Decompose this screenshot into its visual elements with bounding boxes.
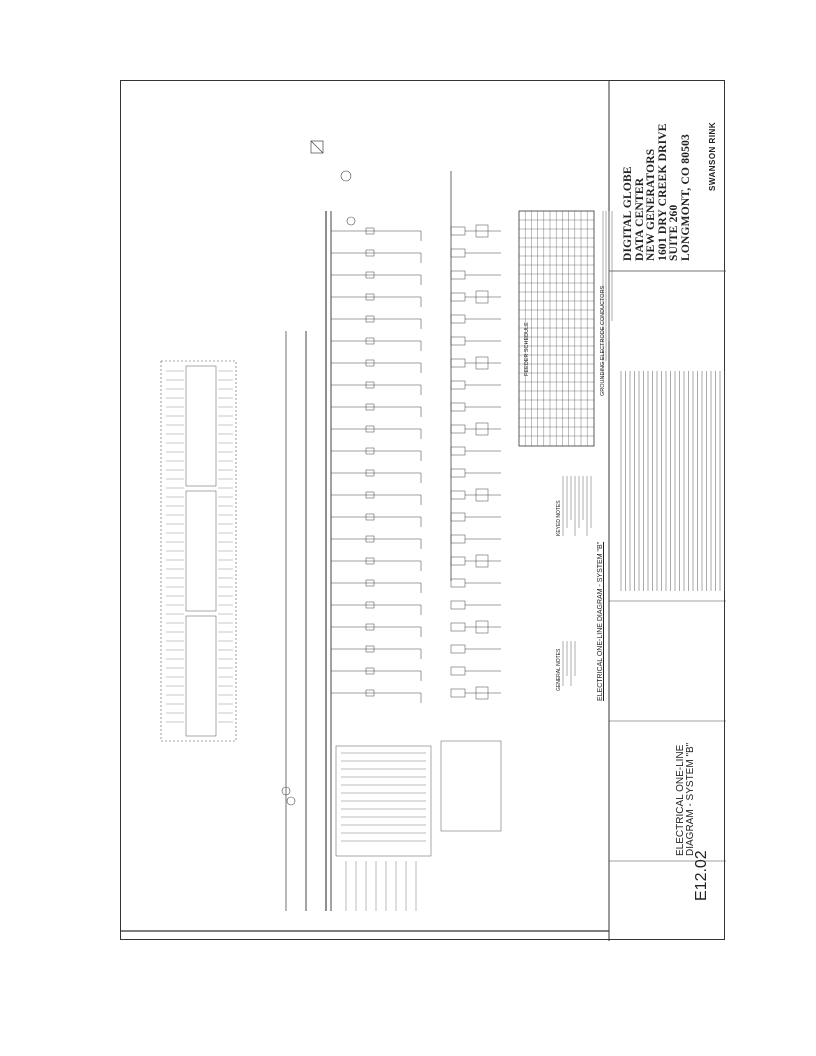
one-line-diagram bbox=[121, 81, 726, 941]
grounding-title-text: GROUNDING ELECTRODE CONDUCTORS bbox=[600, 285, 606, 396]
feeder-schedule-title: FEEDER SCHEDULE bbox=[524, 322, 531, 376]
keyed-notes-title: KEYED NOTES bbox=[556, 500, 562, 536]
general-notes-title-text: GENERAL NOTES bbox=[556, 648, 562, 691]
general-notes-title: GENERAL NOTES bbox=[556, 648, 562, 691]
sheet-number: E12.02 bbox=[693, 850, 710, 901]
lower-panel bbox=[335, 745, 432, 857]
keyed-notes-title-text: KEYED NOTES bbox=[556, 500, 562, 536]
grounding-title: GROUNDING ELECTRODE CONDUCTORS bbox=[600, 285, 607, 396]
generator-symbol bbox=[340, 170, 352, 182]
client-line: LONGMONT, CO 80503 bbox=[679, 133, 692, 261]
client-name-block: DIGITAL GLOBE DATA CENTER NEW GENERATORS… bbox=[622, 123, 692, 261]
drawing-sheet: DIGITAL GLOBE DATA CENTER NEW GENERATORS… bbox=[120, 80, 726, 941]
feeder-schedule-table bbox=[518, 210, 595, 447]
client-line: DIGITAL GLOBE bbox=[622, 166, 634, 261]
client-line: NEW GENERATORS bbox=[645, 148, 657, 261]
firm-logo-text: SWANSON RINK bbox=[708, 121, 717, 191]
sheet-number-text: E12.02 bbox=[693, 850, 710, 901]
firm-logo: SWANSON RINK bbox=[708, 121, 717, 191]
switchboard-top bbox=[160, 360, 237, 742]
sheet-title-line: DIAGRAM - SYSTEM "B" bbox=[685, 742, 696, 856]
diagram-title: ELECTRICAL ONE-LINE DIAGRAM - SYSTEM "B" bbox=[597, 542, 604, 701]
feeder-schedule-title-text: FEEDER SCHEDULE bbox=[524, 322, 530, 376]
client-line: SUITE 260 bbox=[668, 204, 680, 261]
diagram-title-text: ELECTRICAL ONE-LINE DIAGRAM - SYSTEM "B" bbox=[597, 541, 604, 701]
sheet-title: ELECTRICAL ONE-LINE DIAGRAM - SYSTEM "B" bbox=[675, 742, 696, 856]
